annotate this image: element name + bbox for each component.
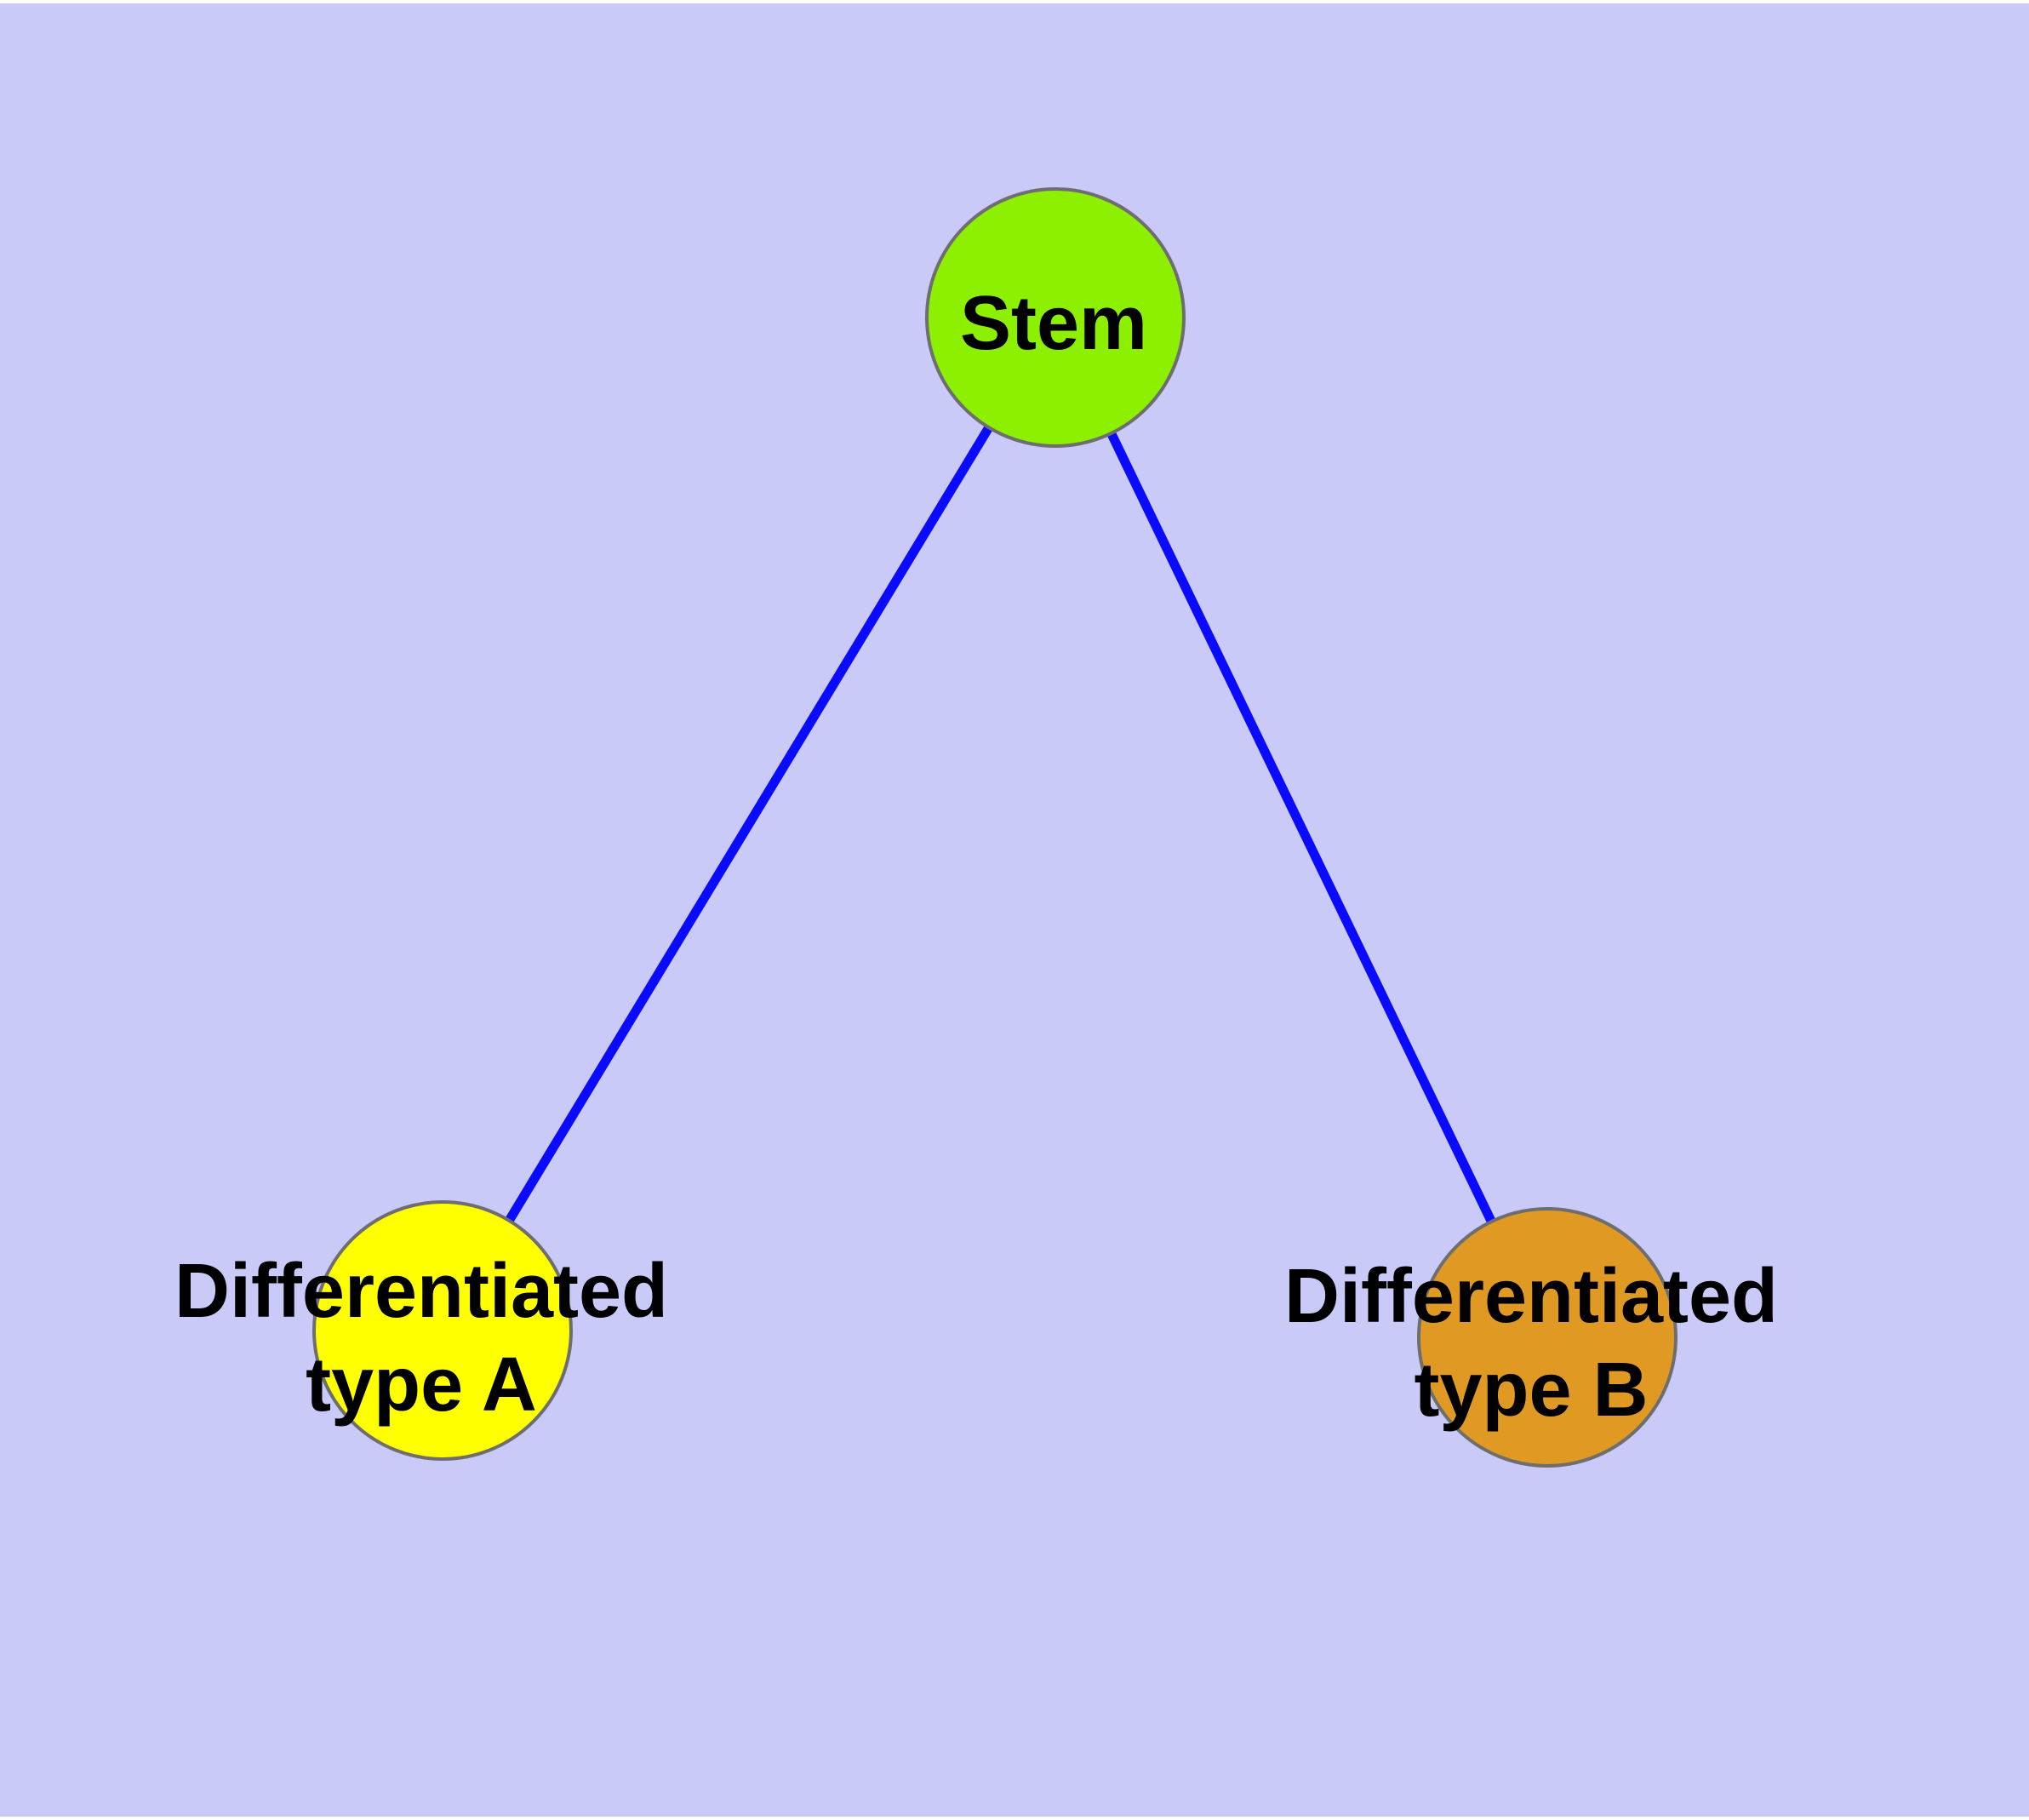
node-differentiated-type-b[interactable] (1417, 1207, 1677, 1468)
edge-stem-to-type-b (1051, 315, 1552, 1340)
edge-stem-to-type-a (438, 315, 1060, 1333)
node-differentiated-type-a[interactable] (312, 1200, 573, 1461)
node-stem[interactable] (925, 187, 1186, 448)
